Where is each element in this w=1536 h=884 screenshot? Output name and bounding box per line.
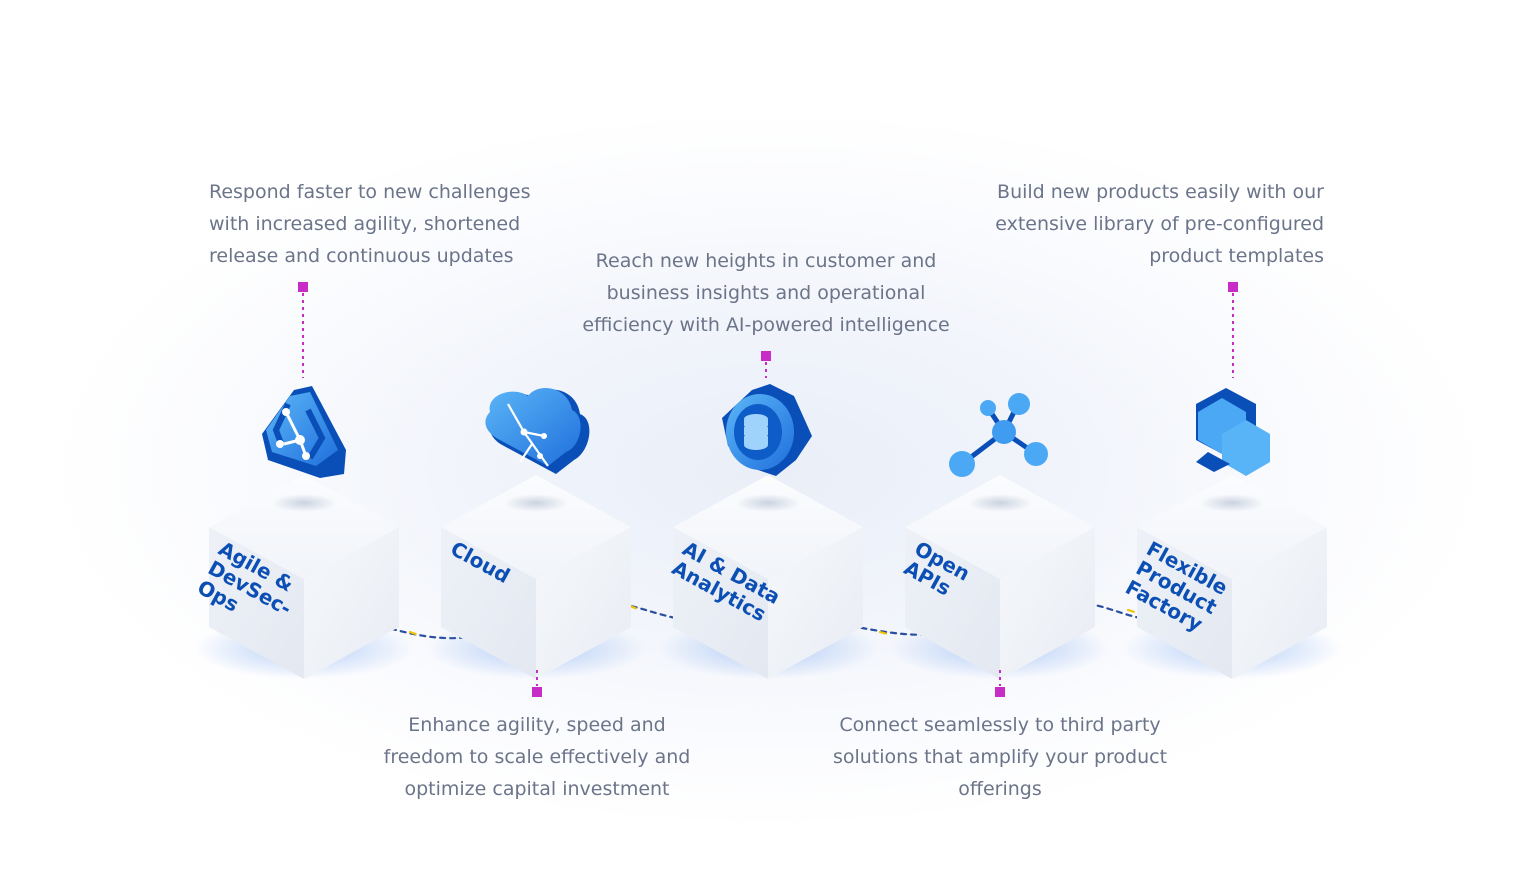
git-branch-icon: [262, 386, 346, 478]
cube-product-factory: [1122, 475, 1342, 679]
cube-ai-data: [658, 475, 878, 679]
ai-data-description: Reach new heights in customer and busine…: [582, 250, 950, 336]
markers: [298, 282, 1238, 697]
cube-devsecops: [194, 475, 414, 679]
database-gear-icon: [722, 384, 812, 476]
cloud-network-icon: [485, 387, 590, 474]
cube-cloud: [426, 475, 646, 679]
connector-accents: [408, 604, 1148, 640]
open-apis-description: Connect seamlessly to third party soluti…: [832, 714, 1168, 800]
devsecops-description: Respond faster to new challenges with in…: [209, 181, 531, 267]
product-factory-description: Build new products easily with our exten…: [995, 181, 1324, 267]
hexagon-blocks-icon: [1196, 388, 1270, 476]
cloud-description: Enhance agility, speed and freedom to sc…: [383, 714, 691, 800]
cube-open-apis: [890, 475, 1110, 679]
network-nodes-icon: [949, 393, 1048, 477]
